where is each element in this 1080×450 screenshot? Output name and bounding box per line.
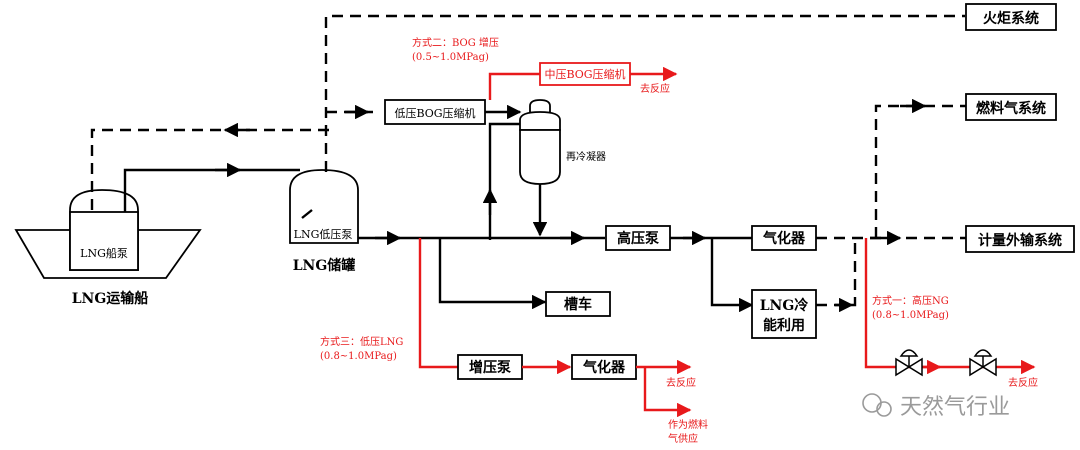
mode3-pressure: (0.8~1.0MPag) — [320, 351, 397, 362]
ship-label: LNG运输船 — [72, 290, 149, 307]
fuel-gas-system-box — [965, 93, 1057, 121]
ship-pump-label: LNG船泵 — [80, 246, 128, 260]
recondenser-label: 再冷凝器 — [566, 150, 606, 163]
to-cold-energy — [710, 238, 754, 313]
recondenser-feed — [488, 122, 520, 240]
hp-pump-label: 高压泵 — [617, 230, 659, 247]
vaporizer-label: 气化器 — [762, 230, 806, 247]
cold-energy-box — [751, 289, 817, 339]
lng-storage-tank — [289, 169, 359, 244]
metering-system-box — [965, 225, 1075, 253]
as-fuel-1: 作为燃料 — [668, 418, 708, 431]
recondenser-vessel — [519, 99, 561, 185]
wechat-watermark: 天然气行业 — [862, 393, 1010, 420]
vaporizer-box — [751, 225, 817, 251]
mode1-title: 方式一：高压NG — [872, 294, 949, 307]
flare-system-label: 火炬系统 — [983, 10, 1039, 27]
flare-line — [324, 14, 965, 172]
fuel-gas-system-label: 燃料气系统 — [976, 100, 1046, 117]
tank-label: LNG储罐 — [293, 257, 356, 274]
chat-bubble-icon — [876, 401, 892, 417]
to-reaction-2: 去反应 — [666, 376, 696, 389]
cold-energy-label-1: LNG冷 — [760, 297, 809, 314]
mode3-title: 方式三：低压LNG — [320, 335, 403, 348]
valve-2 — [969, 349, 997, 377]
metering-system-label: 计量外输系统 — [978, 232, 1062, 249]
hp-pump-box — [605, 225, 671, 251]
ship-to-tank-line — [123, 168, 300, 212]
mode1-pressure: (0.8~1.0MPag) — [872, 310, 949, 321]
mode2-title: 方式二：BOG 增压 — [412, 36, 499, 49]
mp-bog-compressor-label: 中压BOG压缩机 — [544, 67, 625, 81]
cold-energy-return — [816, 238, 857, 307]
truck-box — [545, 291, 611, 317]
truck-label: 槽车 — [564, 296, 592, 313]
chat-bubble-icon — [862, 393, 882, 413]
vapor-return-line — [90, 128, 330, 210]
mode2-pressure: (0.5~1.0MPag) — [412, 52, 489, 63]
lp-bog-compressor-box — [384, 99, 486, 125]
to-truck-line — [438, 238, 547, 310]
booster-pump-label: 增压泵 — [469, 359, 511, 376]
vaporizer2-label: 气化器 — [582, 359, 626, 376]
lng-carrier-ship — [14, 189, 202, 279]
flare-system-box — [965, 3, 1057, 31]
cold-energy-label-2: 能利用 — [763, 317, 805, 334]
valve-1 — [895, 349, 923, 377]
to-reaction-1: 去反应 — [640, 82, 670, 95]
watermark-text: 天然气行业 — [900, 395, 1010, 420]
vaporizer2-box — [571, 354, 637, 380]
fuel-gas-line — [874, 104, 966, 238]
mode3-out-2 — [643, 367, 692, 418]
mode3-line — [418, 238, 458, 369]
lp-bog-compressor-label: 低压BOG压缩机 — [394, 106, 475, 120]
to-reaction-3: 去反应 — [1008, 376, 1038, 389]
mode2-line — [488, 72, 540, 100]
tank-pump-label: LNG低压泵 — [294, 228, 353, 241]
as-fuel-2: 气供应 — [668, 432, 698, 445]
